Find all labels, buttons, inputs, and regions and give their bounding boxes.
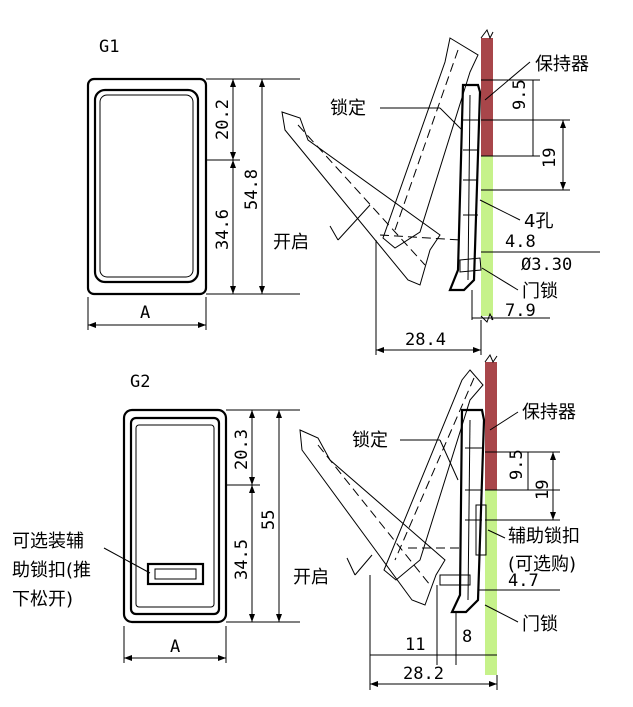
g2-open-handle-top: [383, 369, 484, 581]
g1-handle-body: [448, 83, 482, 292]
g1-label-lock: 锁定: [330, 98, 366, 119]
g1-dim-d3: 4.8: [505, 232, 536, 252]
g2-label-open: 开启: [293, 567, 329, 588]
g1-dim-hole: Ø3.30: [521, 255, 572, 275]
g2-dim-d2: 19: [533, 480, 553, 500]
g2-label-aux-lock: 辅助锁扣: [508, 526, 580, 547]
g2-dim-bottom: 34.5: [232, 539, 252, 580]
g2-title: G2: [130, 372, 150, 392]
g2-dim-d3: 4.7: [508, 571, 539, 591]
g1-open-handle-left: [281, 111, 441, 286]
g2-dim-a: A: [170, 637, 180, 657]
g2-door-bar: [485, 490, 497, 675]
g1-title: G1: [99, 37, 119, 57]
g1-holder-bar: [481, 38, 493, 156]
g2-dim-d6: 28.2: [403, 664, 444, 684]
g2-label-holder: 保持器: [522, 402, 576, 423]
g1-dim-a: A: [140, 303, 150, 323]
g2-holder-bar: [485, 362, 497, 490]
g2-dim-d1: 9.5: [507, 449, 527, 480]
g2-dim-total: 55: [259, 510, 279, 530]
g2-front-window: [135, 424, 215, 608]
g2-side-note-2: 助锁扣(推: [12, 560, 91, 581]
g2-side-note-1: 可选装辅: [12, 531, 84, 552]
g1-front-window-inner: [99, 94, 194, 278]
g2-aux-lock-slot: [146, 562, 205, 586]
g2-dim-top: 20.3: [232, 429, 252, 470]
g1-dim-top: 20.2: [213, 99, 233, 140]
g1-dim-d1: 9.5: [510, 79, 530, 110]
g1-label-holder: 保持器: [535, 54, 589, 75]
g1-dim-total: 54.8: [242, 169, 262, 210]
g1-dim-d4: 7.9: [505, 301, 536, 321]
g2-open-handle-left: [299, 429, 446, 606]
g2-side-note-3: 下松开): [12, 589, 73, 610]
g1-dim-bottom: 34.6: [213, 209, 233, 250]
g1-front-window: [93, 88, 200, 284]
g1-dim-d5: 28.4: [405, 330, 446, 350]
g2-aux-lock: [475, 504, 487, 556]
g2-label-optional: (可选购): [508, 554, 576, 575]
g2-front-outer: [122, 408, 228, 624]
g1-front-outer: [86, 77, 208, 296]
g1-open-handle-top: [382, 37, 479, 249]
g2-dim-d4: 11: [405, 635, 425, 655]
g1-label-holes: 4孔: [524, 211, 553, 232]
g1-label-door-lock: 门锁: [522, 281, 558, 302]
g1-door-bar: [481, 156, 493, 316]
g2-front-inner: [129, 416, 221, 616]
g2-handle-body: [450, 408, 486, 614]
g2-label-door-lock: 门锁: [522, 614, 558, 635]
g2-label-lock: 锁定: [352, 430, 388, 451]
g1-dim-d2: 19: [540, 148, 560, 168]
g1-label-open: 开启: [273, 232, 309, 253]
g2-dim-d5: 8: [462, 627, 472, 647]
